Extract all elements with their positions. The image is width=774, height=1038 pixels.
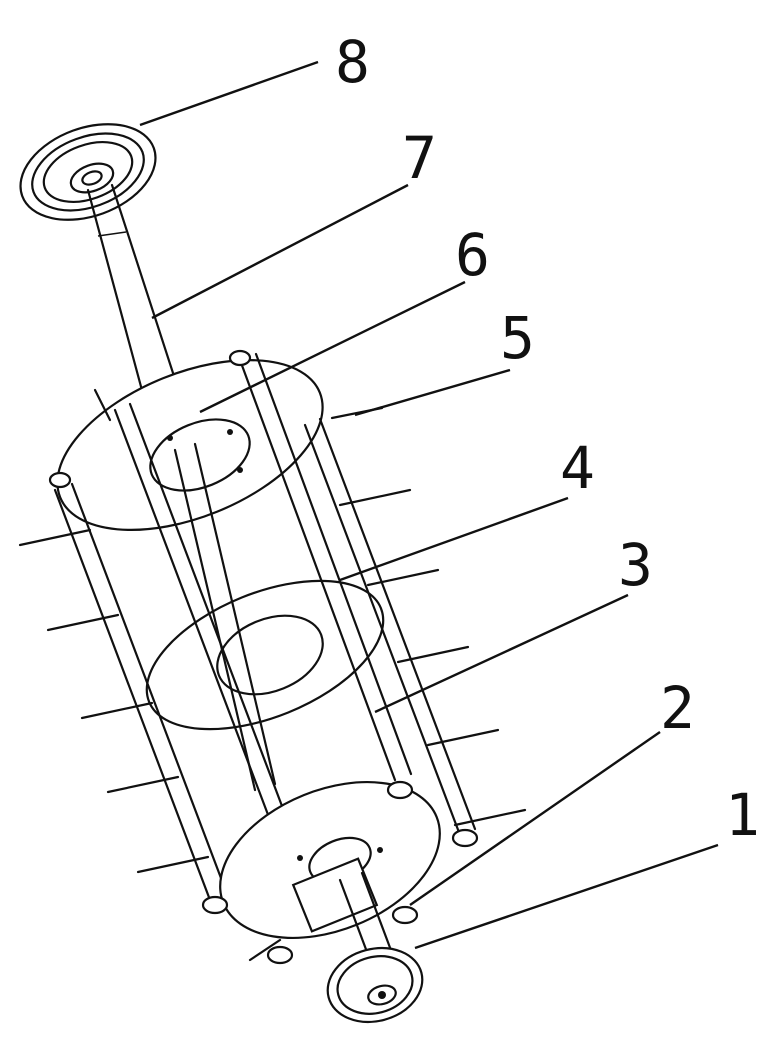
- bottom-disc: [219, 781, 441, 939]
- callout-5: 5: [500, 304, 535, 372]
- top-disc: [56, 359, 324, 531]
- pulley: [19, 123, 157, 221]
- sprocket: [326, 871, 424, 1024]
- bearing-bosses: [48, 349, 479, 965]
- middle-disc: [145, 579, 385, 731]
- callout-2: 2: [660, 674, 695, 742]
- leader-lines: [139, 60, 719, 950]
- callout-7: 7: [402, 124, 437, 192]
- tines: [18, 388, 527, 962]
- rods: [53, 352, 477, 902]
- callout-4: 4: [560, 434, 595, 502]
- callout-1: 1: [725, 781, 760, 849]
- callout-8: 8: [335, 28, 370, 96]
- callout-3: 3: [618, 531, 653, 599]
- callout-6: 6: [455, 221, 490, 289]
- main-shaft: [86, 183, 187, 422]
